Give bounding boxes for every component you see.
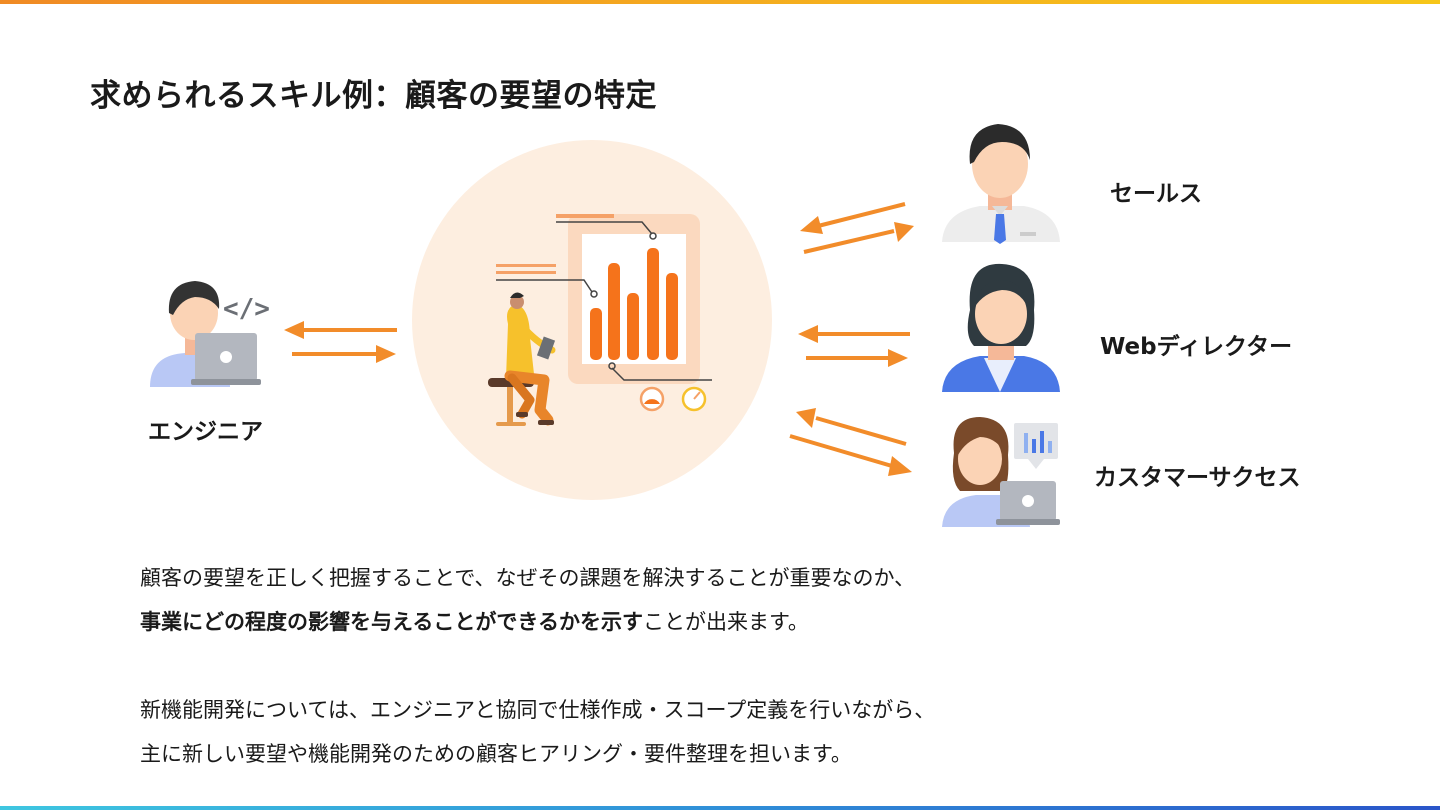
sales-exchange-arrows — [798, 198, 918, 256]
customer-success-avatar-icon — [940, 415, 1065, 530]
slide-title: 求められるスキル例：顧客の要望の特定 — [90, 70, 657, 115]
paragraph-customer-needs: 顧客の要望を正しく把握することで、なぜその課題を解決することが重要なのか、 事業… — [140, 556, 915, 644]
engineer-exchange-arrows — [280, 318, 400, 368]
code-brackets-text: </> — [223, 294, 270, 324]
role-label-sales: セールス — [1110, 174, 1202, 208]
bottom-accent-bar — [0, 806, 1440, 810]
role-label-web-director: Webディレクター — [1100, 327, 1292, 361]
emphasis-text: 事業にどの程度の影響を与えることができるかを示す — [140, 610, 643, 634]
customer-success-exchange-arrows — [786, 408, 916, 476]
role-label-customer-success: カスタマーサクセス — [1094, 458, 1301, 492]
web-director-exchange-arrows — [794, 322, 914, 372]
sales-person-avatar-icon — [940, 120, 1065, 245]
paragraph-feature-development: 新機能開発については、エンジニアと協同で仕様作成・スコープ定義を行いながら、 主… — [140, 688, 935, 776]
paragraph-line: 新機能開発については、エンジニアと協同で仕様作成・スコープ定義を行いながら、 — [140, 688, 935, 732]
analyst-dashboard-illustration — [412, 138, 772, 503]
paragraph-line: 事業にどの程度の影響を与えることができるかを示すことが出来ます。 — [140, 600, 915, 644]
paragraph-line: 顧客の要望を正しく把握することで、なぜその課題を解決することが重要なのか、 — [140, 556, 915, 600]
web-director-avatar-icon — [940, 262, 1065, 397]
paragraph-text: ことが出来ます。 — [643, 610, 809, 634]
top-accent-bar — [0, 0, 1440, 4]
role-label-engineer: エンジニア — [148, 412, 263, 446]
paragraph-line: 主に新しい要望や機能開発のための顧客ヒアリング・要件整理を担います。 — [140, 732, 935, 776]
engineer-avatar-icon: </> — [145, 275, 275, 390]
